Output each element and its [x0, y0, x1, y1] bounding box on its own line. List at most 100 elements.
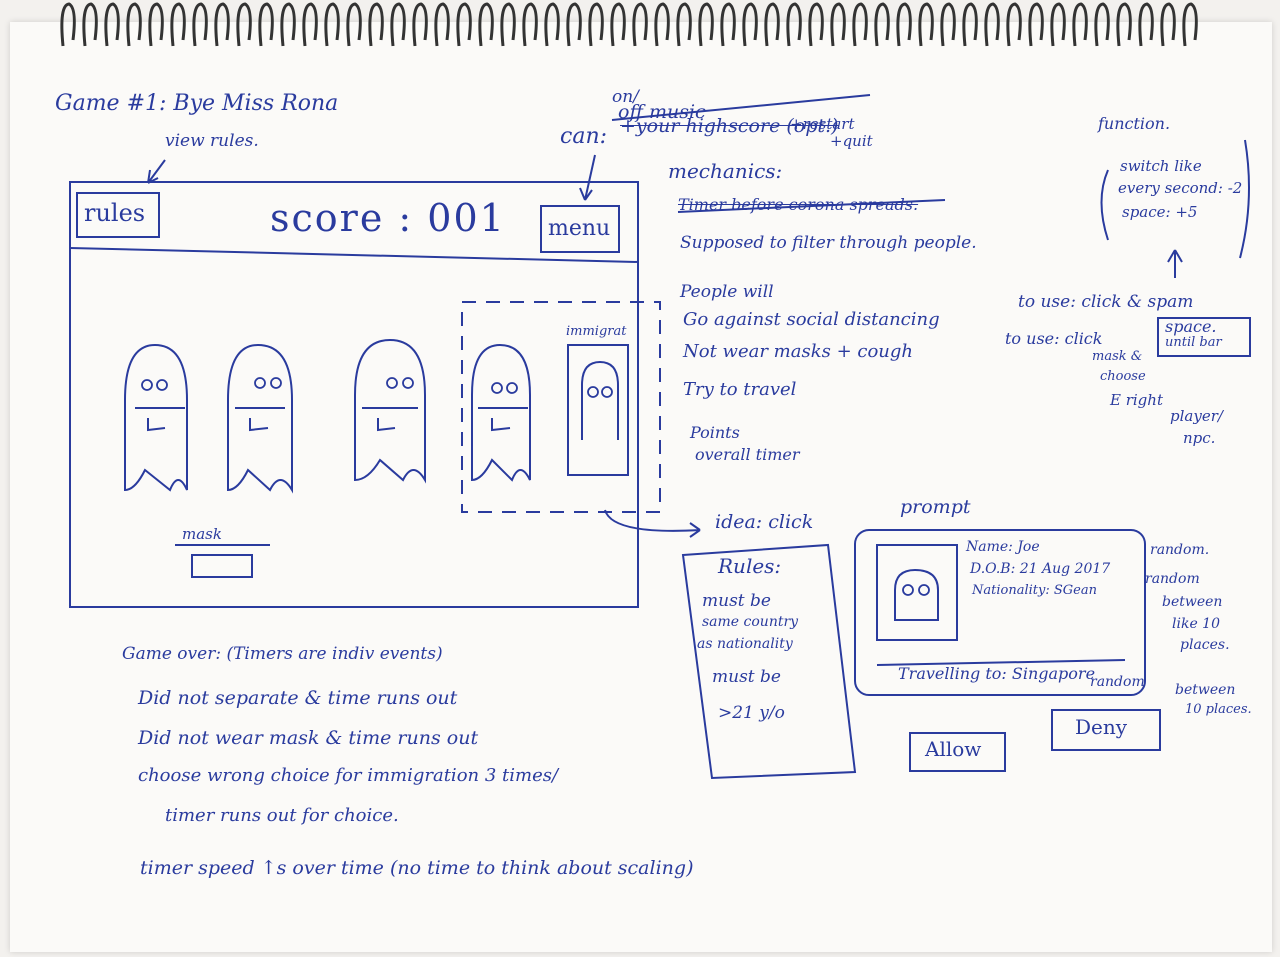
mechanics-item-5: Not wear masks + cough [683, 341, 913, 362]
mechanics-item-6: Try to travel [683, 379, 797, 400]
idea-arrow [604, 509, 701, 538]
space-until-bar-box [1157, 317, 1251, 357]
spiral-ring [610, 2, 626, 47]
immigration-label: immigrat [566, 324, 627, 339]
spiral-ring [786, 2, 802, 47]
spiral-ring [654, 2, 670, 47]
spiral-ring [82, 2, 98, 47]
spiral-ring [368, 2, 384, 47]
sketch-paper [10, 22, 1272, 952]
spiral-ring [1028, 2, 1044, 47]
selection-dashed [461, 301, 661, 513]
menu-button[interactable]: menu [540, 205, 620, 253]
space-plus-note: space: +5 [1122, 203, 1198, 221]
mechanics-item-4: Go against social distancing [683, 309, 940, 330]
rules-card-line-2: same country [702, 614, 799, 630]
ghost-figures [124, 338, 531, 494]
mechanics-item-2: Supposed to filter through people. [680, 233, 977, 253]
spiral-ring [126, 2, 142, 47]
passport-card-outline [854, 529, 1146, 696]
menu-button-label: menu [548, 216, 611, 241]
passport-name: Name: Joe [966, 539, 1040, 555]
spiral-ring [522, 2, 538, 47]
spiral-ring [1006, 2, 1022, 47]
between-note-2: between [1175, 682, 1236, 698]
spiral-ring [170, 2, 186, 47]
spiral-ring [918, 2, 934, 47]
passport-nationality: Nationality: SGean [972, 583, 1097, 598]
rules-button[interactable]: rules [76, 192, 160, 238]
spiral-ring [434, 2, 450, 47]
spiral-ring [698, 2, 714, 47]
spiral-ring [148, 2, 164, 47]
spiral-ring [632, 2, 648, 47]
switch-like-note: switch like [1120, 157, 1202, 175]
spiral-ring [566, 2, 582, 47]
spiral-ring [456, 2, 472, 47]
spiral-ring [60, 2, 76, 47]
player-note: player/ [1170, 407, 1223, 425]
spiral-ring [984, 2, 1000, 47]
spiral-binding [60, 2, 1198, 47]
spiral-ring [896, 2, 912, 47]
choose-note: choose [1100, 369, 1146, 384]
quit-note: +quit [830, 132, 873, 150]
spiral-ring [852, 2, 868, 47]
random-note-2: random [1145, 571, 1200, 587]
spiral-ring [390, 2, 406, 47]
every-second-note: every second: -2 [1118, 179, 1243, 197]
spiral-ring [280, 2, 296, 47]
function-bracket [1100, 169, 1109, 241]
spiral-ring [830, 2, 846, 47]
function-arrow [1167, 249, 1183, 278]
rules-card-title: Rules: [718, 554, 782, 578]
rules-card-outline [681, 543, 857, 780]
passport-travelling: Travelling to: Singapore [898, 664, 1096, 683]
deny-button-label[interactable]: Deny [1075, 715, 1128, 739]
deny-box [1051, 709, 1161, 751]
right-note: E right [1110, 391, 1163, 409]
rules-card-line-1: must be [702, 591, 771, 611]
spiral-ring [302, 2, 318, 47]
spiral-ring [214, 2, 230, 47]
rules-card-line-5: >21 y/o [718, 703, 785, 723]
game-over-item-5: timer speed ↑s over time (no time to thi… [140, 857, 694, 879]
places-note: places. [1180, 637, 1230, 653]
spiral-ring [236, 2, 252, 47]
on-music-note: on/ [612, 87, 639, 107]
spiral-ring [192, 2, 208, 47]
spiral-ring [1182, 2, 1198, 47]
game-over-item-1: Did not separate & time runs out [138, 687, 458, 709]
mockup-header-line [69, 247, 639, 263]
game-over-item-2: Did not wear mask & time runs out [138, 727, 479, 749]
spiral-ring [1072, 2, 1088, 47]
spiral-ring [1050, 2, 1066, 47]
spiral-ring [1138, 2, 1154, 47]
passport-photo [876, 544, 958, 641]
idea-label: idea: click [715, 511, 814, 533]
mechanics-item-7: Points [690, 423, 740, 442]
game-over-item-3: choose wrong choice for immigration 3 ti… [138, 765, 559, 786]
spiral-ring [1094, 2, 1110, 47]
random-note-1: random. [1150, 542, 1210, 558]
mechanics-item-3: People will [680, 282, 774, 302]
immigration-booth [567, 344, 629, 476]
page-title: Game #1: Bye Miss Rona [55, 91, 339, 116]
menu-arrow [579, 154, 596, 201]
spiral-ring [258, 2, 274, 47]
spiral-ring [478, 2, 494, 47]
rules-button-label: rules [84, 199, 146, 227]
to-use-click: to use: click [1005, 329, 1103, 348]
spiral-ring [962, 2, 978, 47]
rules-card-line-3: as nationality [697, 636, 793, 652]
mechanics-item-8: overall timer [695, 445, 800, 464]
mask-label: mask [182, 525, 222, 543]
spiral-ring [676, 2, 692, 47]
spiral-ring [500, 2, 516, 47]
allow-button-label[interactable]: Allow [925, 737, 982, 761]
mask-item [191, 554, 253, 578]
mask-choose-note: mask & [1092, 349, 1143, 364]
spiral-ring [764, 2, 780, 47]
restart-note: +restart [790, 115, 855, 133]
